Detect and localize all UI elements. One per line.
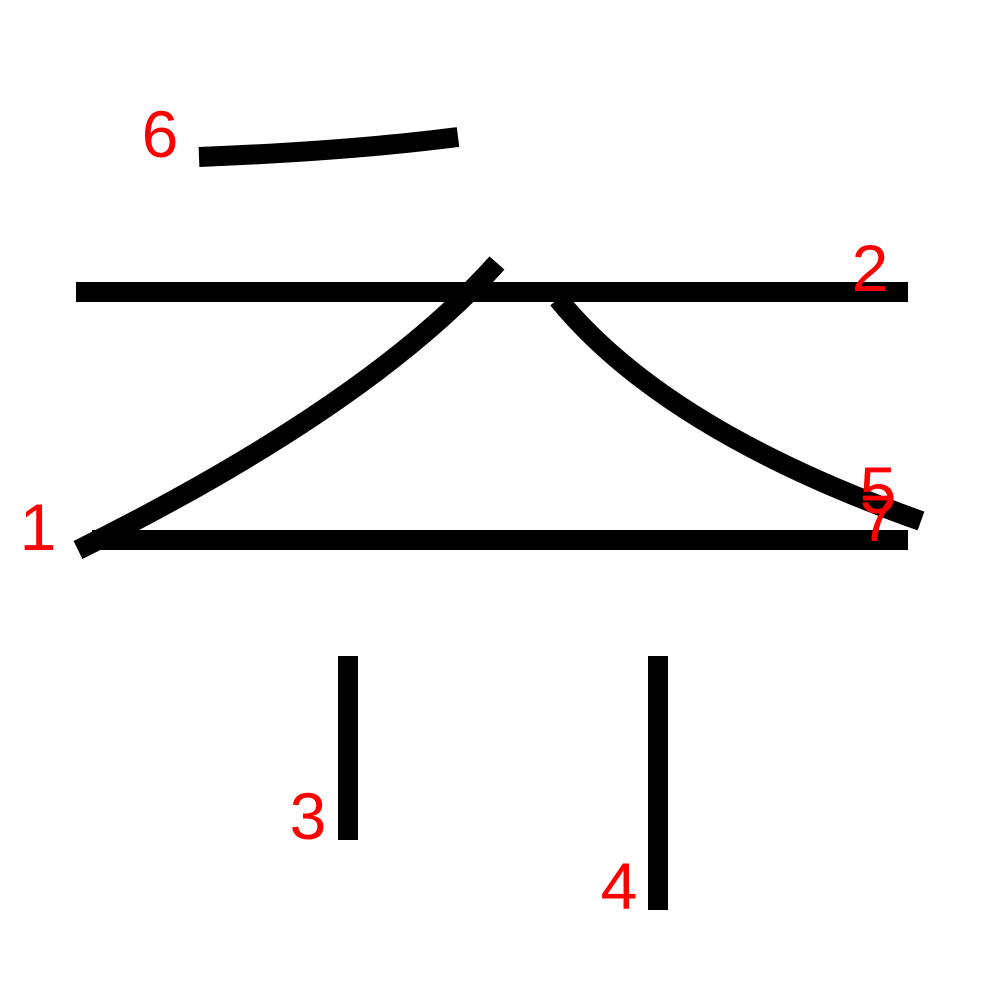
stroke-5 [550,292,925,531]
stroke-number-3: 3 [290,779,327,853]
stroke-number-1: 1 [20,490,57,564]
stroke-number-2: 2 [852,231,889,305]
stroke-number-4: 4 [601,849,638,923]
stroke-6 [198,127,460,167]
stroke-number-7: 7 [860,481,897,555]
stroke-number-5: 5 [860,453,897,527]
stroke-1 [73,256,505,559]
stroke-number-6: 6 [142,97,179,171]
